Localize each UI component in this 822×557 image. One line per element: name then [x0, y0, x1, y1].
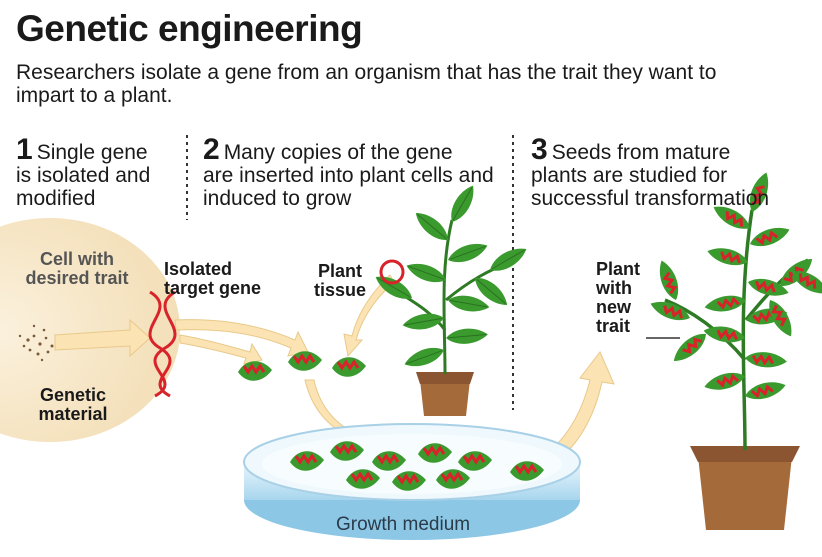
plant-large — [646, 168, 822, 530]
step-1-line1: Single gene — [36, 141, 148, 164]
step-3-number: 3 — [531, 133, 548, 166]
label-growth-medium: Growth medium — [336, 514, 471, 535]
step-1-rest: is isolated and modified — [16, 164, 151, 210]
page-title: Genetic engineering — [16, 8, 363, 49]
arrow-gene-to-tissue-2 — [179, 334, 263, 365]
petri-dish — [243, 423, 581, 540]
label-plant-new-trait: Plant with new trait — [596, 259, 641, 336]
tissue-sample-circle — [379, 259, 405, 285]
step-1-number: 1 — [16, 133, 33, 166]
label-cell: Cell with desired trait — [25, 249, 129, 288]
plant-small — [371, 181, 531, 416]
dna-helix — [148, 290, 177, 398]
step-3-line1: Seeds from mature — [551, 141, 731, 164]
arrow-plant-to-tissue — [343, 274, 395, 358]
arrow-cell-to-gene — [54, 318, 151, 358]
step-2-number: 2 — [203, 133, 220, 166]
step-2-line1: Many copies of the gene — [223, 141, 453, 164]
page-subtitle: Researchers isolate a gene from an organ… — [16, 61, 717, 107]
cell-shape — [0, 218, 180, 442]
label-genetic-material: Genetic material — [38, 385, 108, 424]
label-plant-tissue: Plant tissue — [313, 261, 367, 300]
label-isolated-gene: Isolated target gene — [164, 259, 262, 298]
step-2-rest: are inserted into plant cells and induce… — [203, 164, 494, 210]
step-3-rest: plants are studied for successful transf… — [531, 164, 770, 210]
